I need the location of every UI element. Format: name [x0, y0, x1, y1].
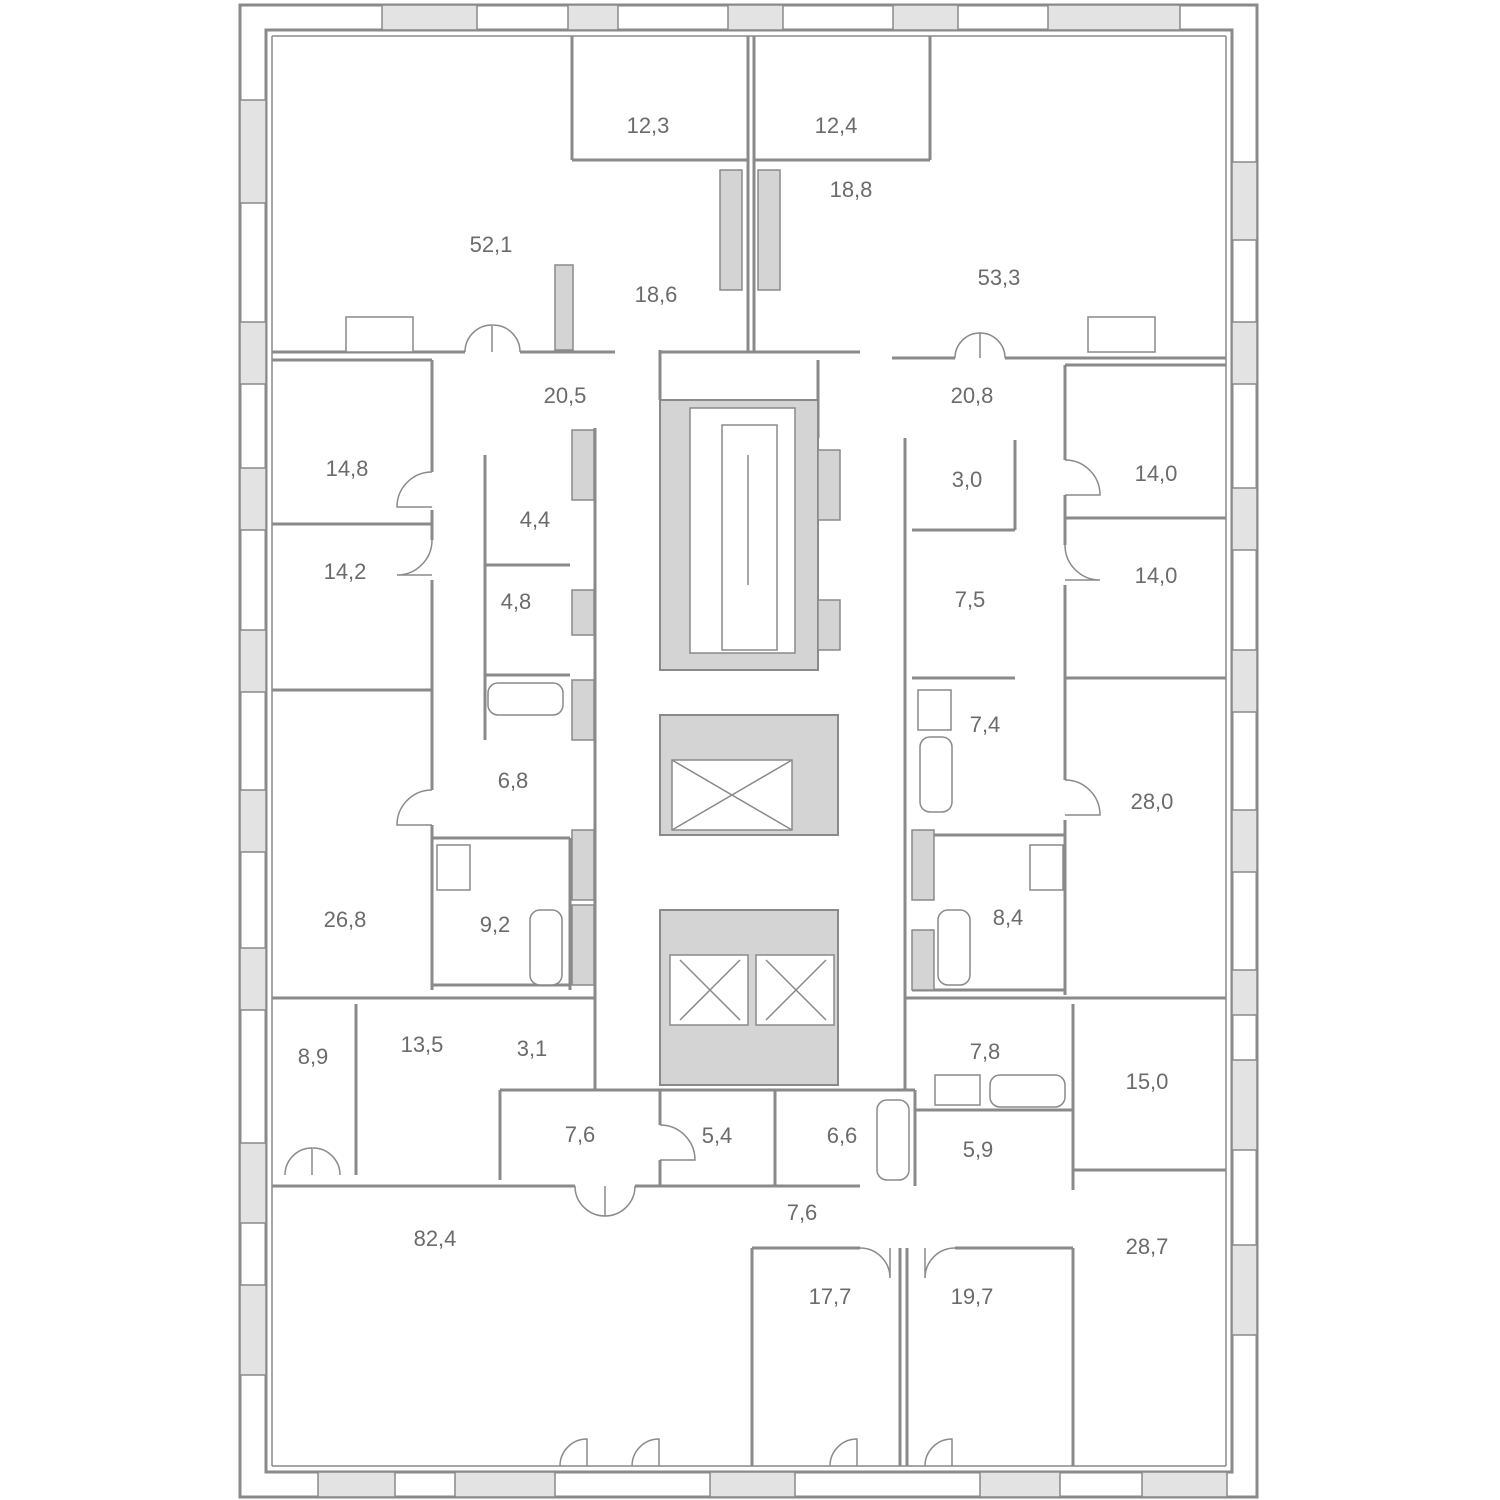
- room-area: 14,8: [326, 456, 369, 481]
- room-area: 18,8: [830, 177, 873, 202]
- windows-bottom: [317, 1471, 1228, 1498]
- room-area: 19,7: [951, 1284, 994, 1309]
- room-labels: 52,1 12,3 12,4 18,8 53,3 18,6 20,5 20,8 …: [298, 113, 1178, 1309]
- room-area: 8,4: [993, 905, 1024, 930]
- room-area: 3,0: [952, 467, 983, 492]
- windows-top: [381, 4, 1181, 31]
- room-area: 4,4: [520, 507, 551, 532]
- room-area: 12,3: [627, 113, 670, 138]
- room-area: 8,9: [298, 1044, 329, 1069]
- room-area: 5,9: [963, 1137, 994, 1162]
- interior-walls: [272, 36, 1226, 1466]
- room-area: 14,0: [1135, 563, 1178, 588]
- room-area: 53,3: [978, 265, 1021, 290]
- room-area: 15,0: [1126, 1069, 1169, 1094]
- room-area: 28,7: [1126, 1234, 1169, 1259]
- windows-left: [239, 99, 267, 1376]
- room-area: 7,6: [565, 1122, 596, 1147]
- room-area: 17,7: [809, 1284, 852, 1309]
- room-area: 4,8: [501, 589, 532, 614]
- core: [554, 169, 935, 1086]
- doors: [284, 324, 1101, 1467]
- room-area: 9,2: [480, 912, 511, 937]
- room-area: 14,0: [1135, 461, 1178, 486]
- room-area: 18,6: [635, 282, 678, 307]
- room-area: 7,5: [955, 587, 986, 612]
- room-area: 20,8: [951, 383, 994, 408]
- room-area: 5,4: [702, 1123, 733, 1148]
- room-area: 52,1: [470, 232, 513, 257]
- room-area: 13,5: [401, 1032, 444, 1057]
- room-area: 14,2: [324, 559, 367, 584]
- windows-right: [1231, 161, 1258, 1336]
- room-area: 82,4: [414, 1226, 457, 1251]
- room-area: 7,4: [970, 712, 1001, 737]
- room-area: 6,8: [498, 768, 529, 793]
- room-area: 28,0: [1131, 789, 1174, 814]
- room-area: 3,1: [517, 1036, 548, 1061]
- room-area: 26,8: [324, 907, 367, 932]
- room-area: 20,5: [544, 383, 587, 408]
- room-area: 7,8: [970, 1039, 1001, 1064]
- room-area: 12,4: [815, 113, 858, 138]
- room-area: 6,6: [827, 1123, 858, 1148]
- fixtures: [345, 316, 1156, 1181]
- room-area: 7,6: [787, 1200, 818, 1225]
